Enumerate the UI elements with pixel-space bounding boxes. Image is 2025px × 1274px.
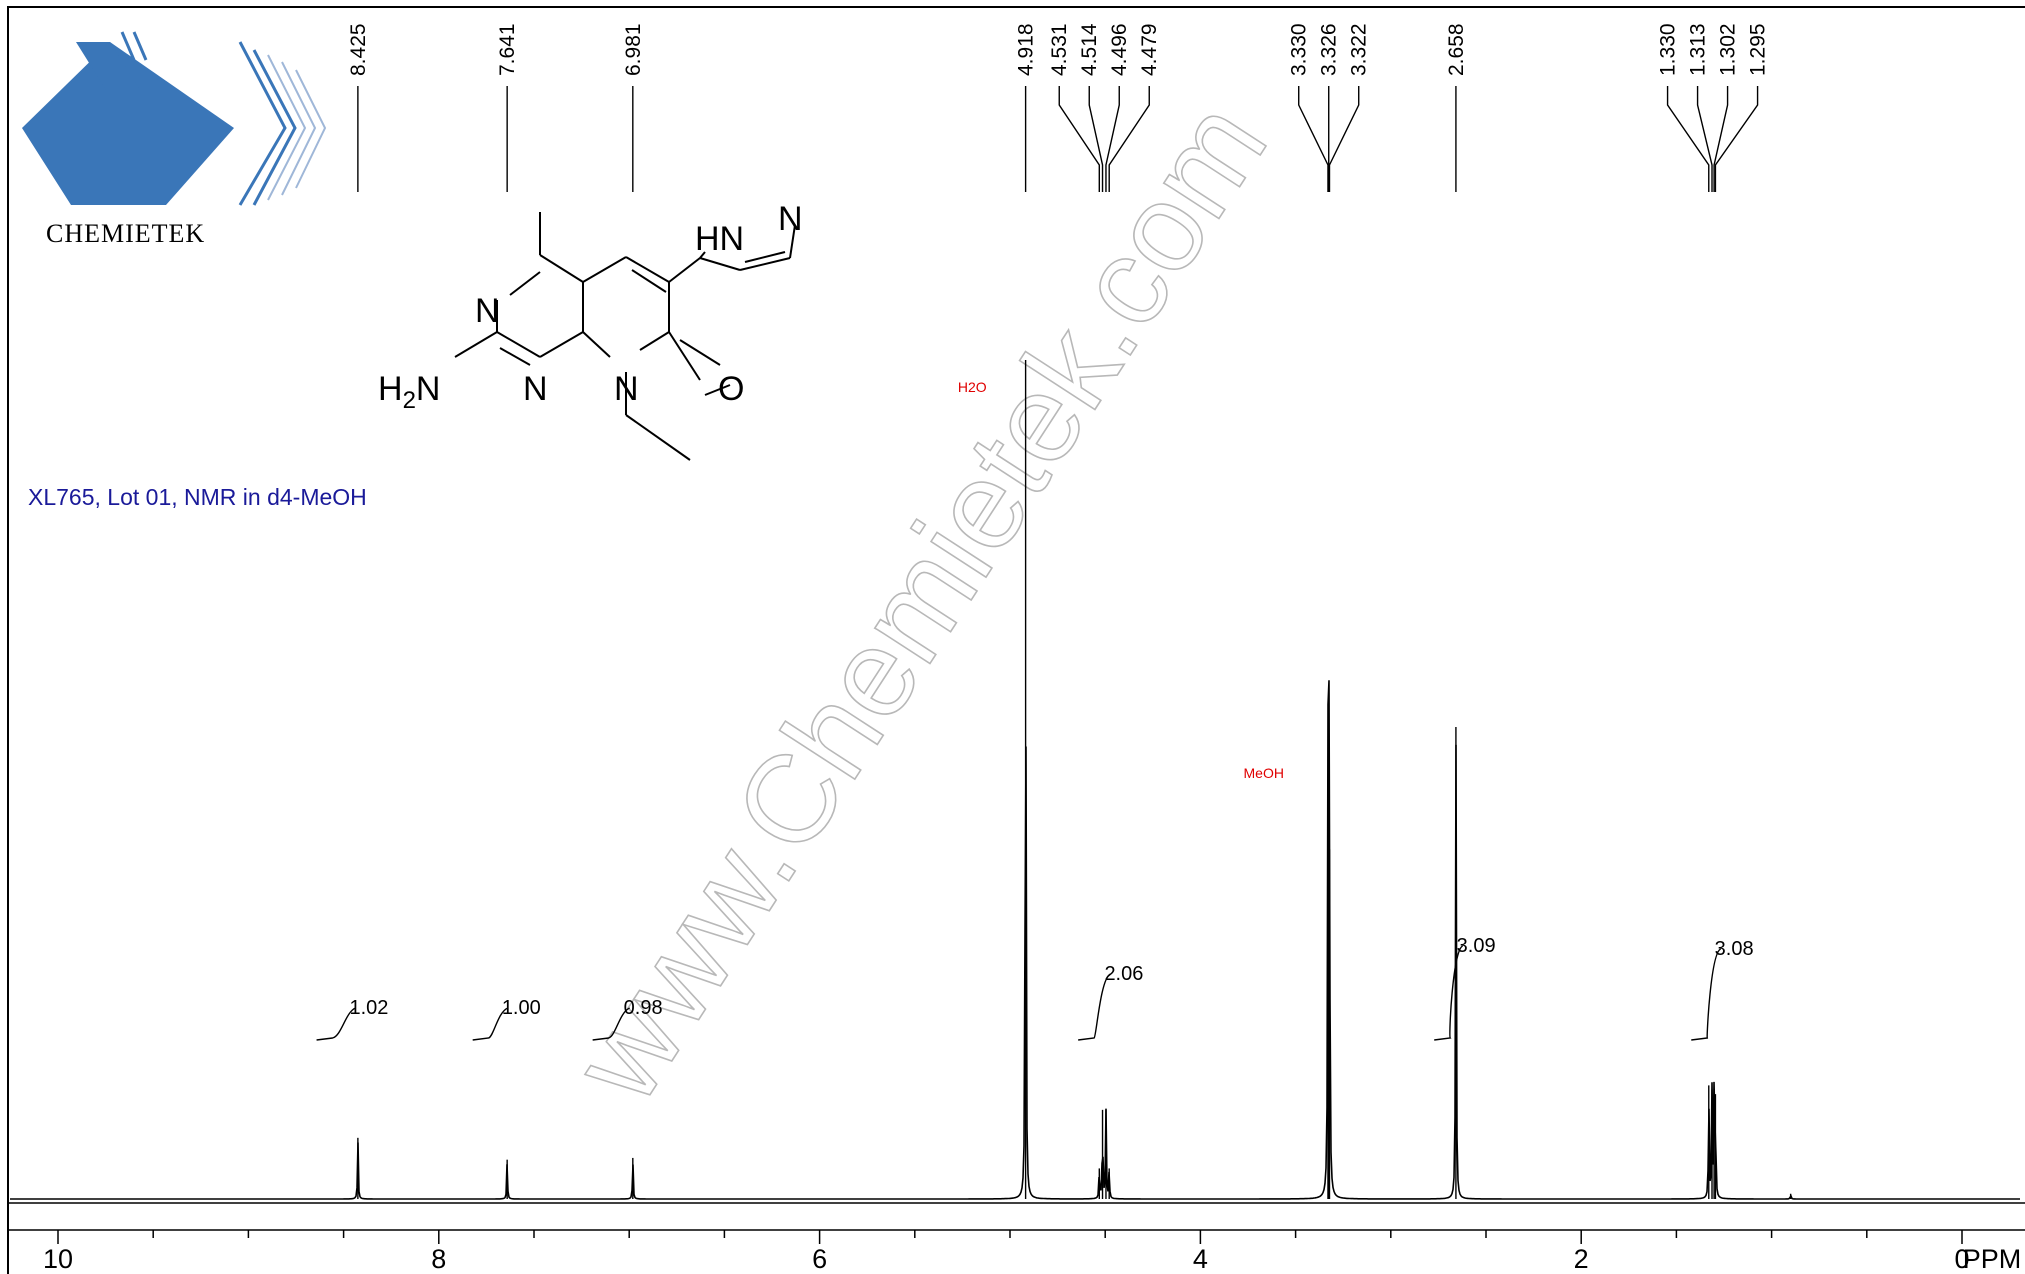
molecule-structure (454, 212, 796, 461)
chemietek-logo: CHEMIETEK (22, 31, 327, 248)
peak-label: 6.981 (622, 23, 645, 76)
atom-n-top: N (475, 292, 500, 330)
peak-leader-line (1714, 86, 1759, 192)
spectrum-trace (10, 680, 2020, 1200)
logo-text: CHEMIETEK (46, 219, 205, 248)
integration-value: 1.00 (502, 997, 541, 1019)
tick-label: 0 (1954, 1244, 1969, 1274)
integration-value: 1.02 (350, 997, 389, 1019)
integration-curve (1078, 973, 1111, 1041)
atom-hn: HN (695, 220, 744, 258)
tick-label: 4 (1193, 1244, 1208, 1274)
integration-value: 3.09 (1457, 935, 1496, 957)
peak-leader-line (1713, 86, 1729, 192)
plot-frame (7, 6, 2025, 1274)
integration-value: 2.06 (1104, 963, 1143, 985)
integration-curve (592, 1007, 631, 1041)
tick-label: 6 (812, 1244, 827, 1274)
peak-label: 3.330 (1288, 23, 1311, 76)
x-axis-label: PPM (1963, 1244, 2022, 1274)
atom-h2n: H2N (378, 370, 440, 414)
peak-label: 4.918 (1015, 23, 1038, 76)
peak-leader-line (1328, 86, 1360, 192)
peak-label: 1.302 (1717, 23, 1740, 76)
peak-label: 2.658 (1445, 23, 1468, 76)
solvent-label: MeOH (1244, 765, 1284, 781)
atom-oxygen: O (718, 370, 744, 408)
peak-leader-line (1696, 86, 1713, 192)
peak-leader-line (1108, 86, 1150, 192)
peak-leader-line (1088, 86, 1104, 192)
peak-label: 8.425 (347, 23, 370, 76)
peak-label: 4.531 (1048, 23, 1071, 76)
integration-value: 3.08 (1715, 938, 1754, 960)
integration-curve (472, 1007, 509, 1041)
peak-leader-line (1105, 86, 1120, 192)
peak-leader-line (1058, 86, 1100, 192)
peak-leader-line (1298, 86, 1329, 192)
atom-n-ring: N (614, 370, 639, 408)
peak-label: 3.322 (1348, 23, 1371, 76)
peak-label: 1.313 (1687, 23, 1710, 76)
tick-label: 10 (43, 1244, 73, 1274)
atom-n-pyrazole: N (778, 200, 803, 238)
integration-value: 0.98 (624, 997, 663, 1019)
peak-label: 4.496 (1108, 23, 1131, 76)
peak-label-layer: 8.425 7.641 6.981 4.918 4.531 4.514 4.496 4.479… (347, 23, 1770, 192)
peak-label: 7.641 (496, 23, 519, 76)
integration-curve (316, 1007, 356, 1041)
peak-label: 3.326 (1318, 23, 1341, 76)
integration-layer: 1.02 1.00 0.98 2.06 3.09 3.08 (316, 935, 1754, 1041)
atom-n-bottom: N (523, 370, 548, 408)
integration-curve (1434, 945, 1464, 1041)
tick-label: 2 (1574, 1244, 1589, 1274)
watermark: www.Chemietek.com (546, 79, 1293, 1126)
tick-label: 8 (431, 1244, 446, 1274)
solvent-label-layer: H2O MeOH (958, 379, 1284, 781)
peak-label: 4.479 (1138, 23, 1161, 76)
peak-leader-line (1666, 86, 1710, 192)
peak-label: 1.330 (1657, 23, 1680, 76)
peak-label: 4.514 (1078, 23, 1101, 76)
spectrum-layer (10, 359, 2020, 1200)
integration-curve (1691, 948, 1722, 1041)
peak-label: 1.295 (1747, 23, 1770, 76)
solvent-label: H2O (958, 379, 987, 395)
sample-label: XL765, Lot 01, NMR in d4-MeOH (28, 484, 367, 510)
